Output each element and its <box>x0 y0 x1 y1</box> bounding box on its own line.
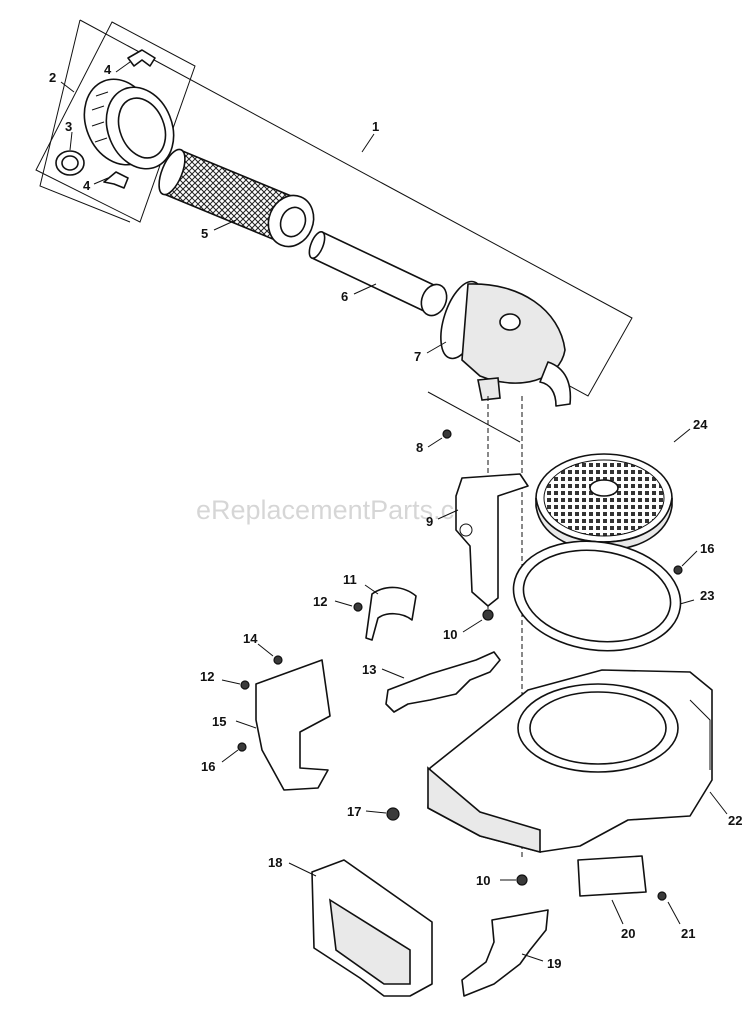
callout-9: 9 <box>426 514 433 529</box>
screw-16-lower <box>237 742 247 752</box>
gasket <box>512 540 682 652</box>
clip-lower <box>103 171 129 189</box>
air-cleaner-cover <box>83 78 175 170</box>
inner-filter <box>308 231 448 317</box>
cover-plate <box>577 855 647 897</box>
callouts: 1 2 3 4 4 5 6 7 8 9 10 10 11 12 12 13 14… <box>49 62 742 971</box>
callout-10-upper: 10 <box>443 627 457 642</box>
seal-ring <box>55 150 85 176</box>
callout-17: 17 <box>347 804 361 819</box>
fan-grille <box>535 453 673 551</box>
blower-housing <box>427 669 713 854</box>
filter-element <box>158 148 315 248</box>
callout-11: 11 <box>343 572 357 587</box>
callout-4-upper: 4 <box>104 62 112 77</box>
clip-upper <box>127 49 156 67</box>
callout-2: 2 <box>49 70 56 85</box>
side-baffle <box>255 659 331 791</box>
screw-12-upper <box>353 602 363 612</box>
callout-16-upper: 16 <box>700 541 714 556</box>
bracket <box>455 473 529 607</box>
callout-7: 7 <box>414 349 421 364</box>
callout-13: 13 <box>362 662 376 677</box>
watermark: eReplacementParts.com <box>196 495 492 525</box>
cover-kit-outline <box>35 21 196 223</box>
baffle <box>385 651 501 713</box>
callout-24: 24 <box>693 417 708 432</box>
callout-3: 3 <box>65 119 72 134</box>
callout-19: 19 <box>547 956 561 971</box>
callout-15: 15 <box>212 714 226 729</box>
screw-10-lower <box>516 874 528 886</box>
callout-18: 18 <box>268 855 282 870</box>
leader-lines <box>60 61 728 962</box>
screw-14 <box>273 655 283 665</box>
screw-8 <box>442 429 452 439</box>
callout-4-lower: 4 <box>83 178 91 193</box>
callout-6: 6 <box>341 289 348 304</box>
lower-shroud <box>311 859 433 997</box>
deflector <box>365 586 417 641</box>
screw-21 <box>657 891 667 901</box>
callout-16-lower: 16 <box>201 759 215 774</box>
nut-17 <box>386 807 400 821</box>
callout-23: 23 <box>700 588 714 603</box>
callout-21: 21 <box>681 926 695 941</box>
callout-8: 8 <box>416 440 423 455</box>
small-bracket <box>461 909 549 997</box>
screw-12-lower <box>240 680 250 690</box>
callout-20: 20 <box>621 926 635 941</box>
callout-5: 5 <box>201 226 208 241</box>
callout-12-lower: 12 <box>200 669 214 684</box>
screw-16-upper <box>673 565 683 575</box>
air-cleaner-assembly-outline <box>39 19 633 443</box>
air-cleaner-housing <box>440 280 572 407</box>
callout-12-upper: 12 <box>313 594 327 609</box>
callout-22: 22 <box>728 813 742 828</box>
callout-10-lower: 10 <box>476 873 490 888</box>
callout-1: 1 <box>372 119 379 134</box>
callout-14: 14 <box>243 631 258 646</box>
screw-10-upper <box>482 609 494 621</box>
